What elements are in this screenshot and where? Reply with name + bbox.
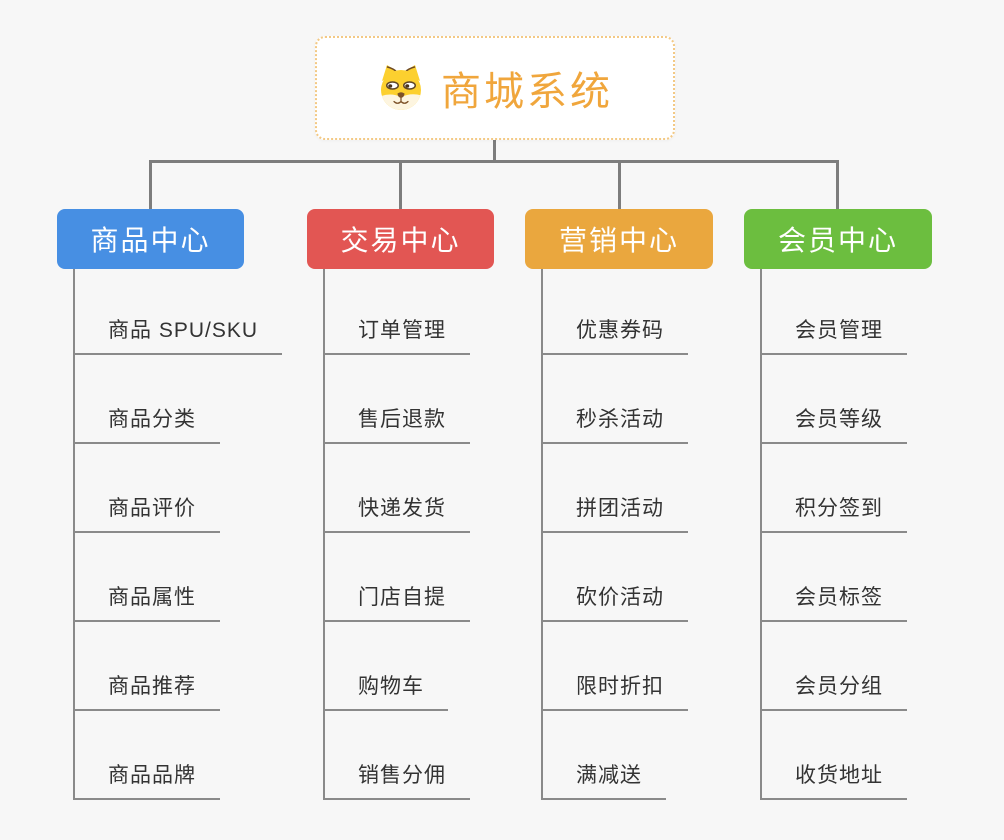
leaf-node[interactable]: 购物车 bbox=[323, 674, 448, 711]
branch-label: 交易中心 bbox=[340, 225, 461, 256]
branch-node-trade-center[interactable]: 交易中心 bbox=[307, 209, 494, 269]
leaf-node[interactable]: 砍价活动 bbox=[541, 585, 688, 622]
connector-drop-member bbox=[836, 160, 839, 210]
leaf-node[interactable]: 商品属性 bbox=[73, 585, 220, 622]
root-node[interactable]: 商城系统 bbox=[315, 36, 675, 140]
connector-root-stub bbox=[493, 140, 496, 163]
connector-horizontal-spine bbox=[149, 160, 839, 163]
leaf-node[interactable]: 订单管理 bbox=[323, 318, 470, 355]
leaf-node[interactable]: 商品 SPU/SKU bbox=[73, 318, 283, 355]
leaf-node[interactable]: 销售分佣 bbox=[323, 763, 470, 800]
root-title: 商城系统 bbox=[441, 70, 613, 114]
connector-drop-trade bbox=[399, 160, 402, 210]
leaf-node[interactable]: 会员等级 bbox=[760, 407, 907, 444]
leaf-node[interactable]: 商品品牌 bbox=[73, 763, 220, 800]
leaf-node[interactable]: 拼团活动 bbox=[541, 496, 688, 533]
branch-label: 营销中心 bbox=[558, 225, 679, 256]
leaf-node[interactable]: 门店自提 bbox=[323, 585, 470, 622]
branch-node-member-center[interactable]: 会员中心 bbox=[744, 209, 932, 269]
branch-trunk-trade bbox=[323, 269, 325, 799]
connector-drop-marketing bbox=[618, 160, 621, 210]
leaf-node[interactable]: 商品分类 bbox=[73, 407, 220, 444]
leaf-node[interactable]: 快递发货 bbox=[323, 496, 470, 533]
leaf-node[interactable]: 会员分组 bbox=[760, 674, 907, 711]
branch-label: 会员中心 bbox=[777, 225, 898, 256]
branch-label: 商品中心 bbox=[90, 225, 211, 256]
leaf-node[interactable]: 满减送 bbox=[541, 763, 666, 800]
leaf-node[interactable]: 秒杀活动 bbox=[541, 407, 688, 444]
leaf-node[interactable]: 收货地址 bbox=[760, 763, 907, 800]
branch-trunk-member bbox=[760, 269, 762, 799]
leaf-node[interactable]: 商品评价 bbox=[73, 496, 220, 533]
leaf-node[interactable]: 限时折扣 bbox=[541, 674, 688, 711]
leaf-node[interactable]: 会员管理 bbox=[760, 318, 907, 355]
leaf-node[interactable]: 优惠券码 bbox=[541, 318, 688, 355]
branch-trunk-product bbox=[73, 269, 75, 799]
leaf-node[interactable]: 商品推荐 bbox=[73, 674, 220, 711]
branch-trunk-marketing bbox=[541, 269, 543, 799]
leaf-node[interactable]: 积分签到 bbox=[760, 496, 907, 533]
leaf-node[interactable]: 会员标签 bbox=[760, 585, 907, 622]
branch-node-marketing-center[interactable]: 营销中心 bbox=[525, 209, 713, 269]
branch-node-product-center[interactable]: 商品中心 bbox=[57, 209, 244, 269]
leaf-node[interactable]: 售后退款 bbox=[323, 407, 470, 444]
connector-drop-product bbox=[149, 160, 152, 210]
dog-face-icon bbox=[381, 65, 421, 110]
